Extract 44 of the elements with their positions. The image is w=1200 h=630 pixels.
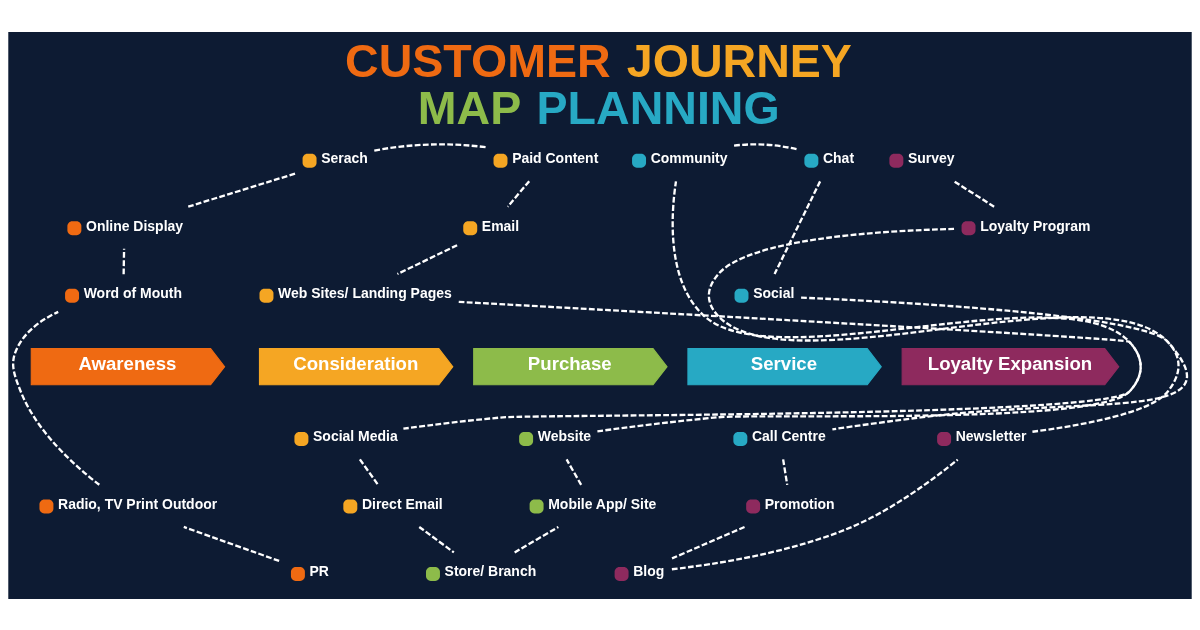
connector — [514, 525, 559, 553]
node-label: Survey — [908, 149, 955, 166]
connector — [671, 458, 959, 570]
node-label: Serach — [321, 149, 368, 166]
connector — [565, 458, 583, 485]
connector — [12, 310, 101, 486]
node-label: Online Display — [86, 217, 184, 234]
node-label: PR — [309, 562, 329, 579]
node-label: Loyalty Program — [980, 217, 1091, 234]
node-label: Paid Content — [512, 149, 599, 166]
connector — [122, 248, 126, 274]
connector — [801, 296, 1188, 430]
connector — [733, 142, 799, 151]
node-label: Newsletter — [955, 427, 1027, 444]
node-label: Chat — [823, 149, 855, 166]
connector — [358, 458, 380, 486]
node-label: Social Media — [313, 427, 398, 444]
node-label: Radio, TV Print Outdoor — [58, 495, 218, 512]
node-label: Mobile App/ Site — [548, 495, 657, 512]
connector — [781, 458, 789, 485]
connector — [506, 179, 531, 207]
node-label: Blog — [633, 562, 665, 579]
node-label: Direct Email — [361, 495, 443, 512]
node-label: Website — [537, 427, 592, 444]
connector — [396, 243, 458, 275]
connector — [374, 142, 488, 152]
connector — [773, 180, 822, 275]
node-label: Store/ Branch — [444, 562, 537, 579]
connector — [707, 227, 1180, 433]
connector — [183, 525, 280, 562]
node-label: Word of Mouth — [83, 284, 182, 301]
connector — [597, 180, 1142, 432]
connector — [403, 300, 1142, 430]
connector — [671, 525, 745, 559]
node-label: Promotion — [764, 495, 835, 512]
node-label: Call Centre — [751, 427, 826, 444]
connector — [953, 179, 995, 208]
node-label: Community — [650, 149, 728, 166]
node-label: Web Sites/ Landing Pages — [278, 284, 452, 301]
node-label: Social — [753, 284, 795, 301]
node-label: Email — [481, 217, 520, 234]
connector — [187, 171, 297, 208]
diagram-title: CUSTOMER JOURNEY MAP PLANNING — [345, 34, 852, 134]
connector — [418, 525, 455, 553]
